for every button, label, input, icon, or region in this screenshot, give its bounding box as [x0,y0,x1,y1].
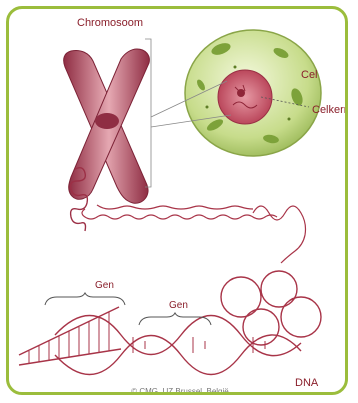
dna-helix [19,271,321,375]
diagram-card: Chromosoom Cel Celkern Gen Gen DNA © CMG… [6,6,348,395]
gene-bracket-2 [139,313,211,325]
gene-bracket-1 [45,293,125,305]
chromatin-fiber [82,205,306,263]
diagram-svg [9,9,345,392]
copyright-text: © CMG, UZ Brussel, België [9,387,348,395]
dna-rungs [29,312,265,363]
centromere [95,113,119,129]
cell [185,30,321,156]
chromosome-label: Chromosoom [77,17,143,29]
cell-label: Cel [301,69,318,81]
gene-label-2: Gen [169,300,188,311]
gene-label-1: Gen [95,280,114,291]
nucleus-label: Celkern [312,104,348,116]
chromosome [64,49,150,231]
